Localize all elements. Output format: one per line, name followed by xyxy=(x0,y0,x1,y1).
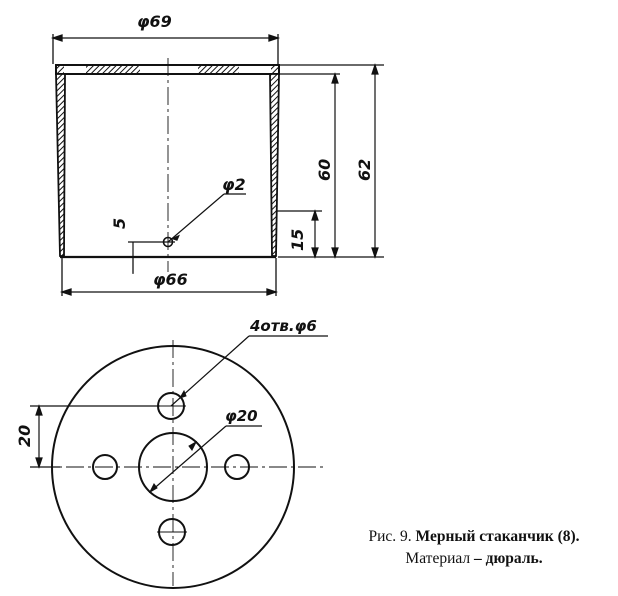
top-wall-band xyxy=(55,64,280,75)
bottom-diameter-dimension xyxy=(59,258,279,296)
caption-fig-number: Рис. 9. xyxy=(368,528,412,545)
caption-line-1: Рис. 9. Мерный стаканчик (8). xyxy=(333,526,615,548)
top-diameter-label: φ69 xyxy=(137,12,172,31)
caption-material: дюраль. xyxy=(485,550,543,567)
caption-dash: – xyxy=(470,550,486,567)
top-view: φ20 4отв.φ6 20 xyxy=(15,317,328,589)
hole-diameter-label: φ2 xyxy=(222,175,246,194)
left-wall xyxy=(55,73,66,257)
inner-height-label: 60 xyxy=(315,159,334,181)
four-holes-label: 4отв.φ6 xyxy=(249,317,317,335)
center-hole-label: φ20 xyxy=(225,407,258,425)
center-hole xyxy=(138,432,208,502)
right-wall xyxy=(269,73,280,257)
hole-offset-label: 20 xyxy=(15,425,34,447)
height-dimensions xyxy=(276,63,384,259)
top-diameter-dimension xyxy=(50,34,281,64)
caption-line-2: Материал – дюраль. xyxy=(333,548,615,570)
lower-band-label: 15 xyxy=(288,229,307,251)
hole-offset-dimension xyxy=(30,404,160,469)
caption-material-label: Материал xyxy=(405,550,471,567)
bottom-diameter-label: φ66 xyxy=(153,270,188,289)
side-view: φ69 φ2 5 φ66 xyxy=(50,12,384,296)
hole-right xyxy=(224,454,250,480)
figure-caption: Рис. 9. Мерный стаканчик (8). Материал –… xyxy=(333,526,615,570)
hole-left xyxy=(92,454,118,480)
total-height-label: 62 xyxy=(355,159,374,181)
hole-height-label: 5 xyxy=(110,218,129,229)
caption-title: Мерный стаканчик (8). xyxy=(415,528,580,545)
